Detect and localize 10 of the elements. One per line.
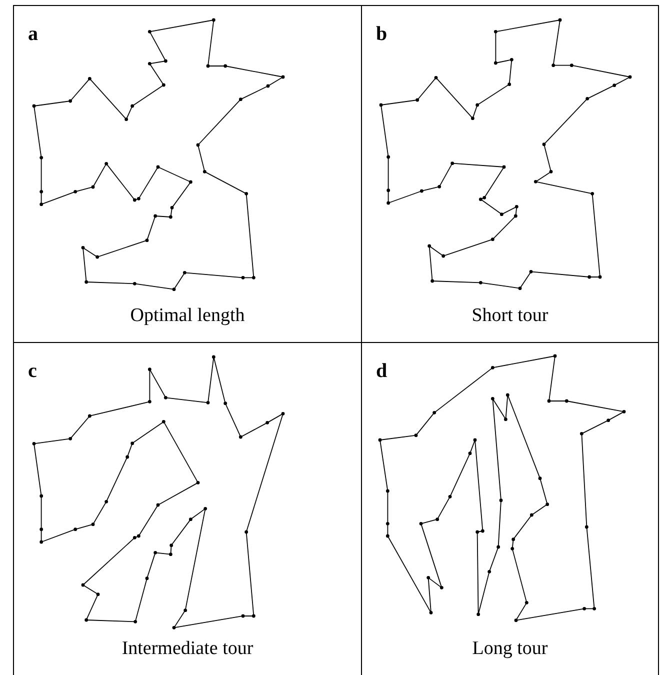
figure-panel	[13, 5, 362, 343]
panel-letter: a	[28, 24, 38, 44]
panel-caption: Short tour	[472, 304, 548, 328]
panel-letter: c	[28, 361, 37, 381]
panel-letter: d	[376, 361, 388, 381]
panel-caption: Long tour	[472, 637, 548, 661]
panel-caption: Intermediate tour	[122, 637, 254, 661]
panel-caption: Optimal length	[130, 304, 245, 328]
figure-panel	[361, 5, 659, 343]
panel-letter: b	[376, 24, 388, 44]
